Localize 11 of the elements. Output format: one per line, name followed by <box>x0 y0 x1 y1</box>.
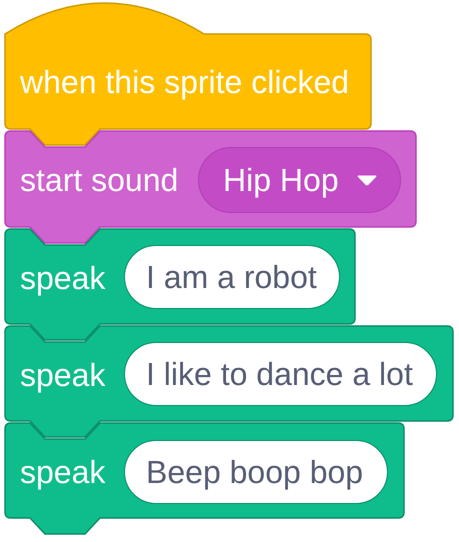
input-field: I am a robot <box>124 245 340 309</box>
block-label: when this sprite clicked <box>20 64 350 100</box>
block-label: speak <box>20 454 106 490</box>
speak-block <box>4 422 405 535</box>
block-label: start sound <box>20 162 178 198</box>
input-field: Beep boop bop <box>124 440 388 504</box>
dropdown-menu: Hip Hop <box>198 147 401 213</box>
hat-block <box>4 2 372 146</box>
input-field: I like to dance a lot <box>124 342 437 406</box>
block-label: speak <box>20 260 106 296</box>
block-label: speak <box>20 357 106 393</box>
